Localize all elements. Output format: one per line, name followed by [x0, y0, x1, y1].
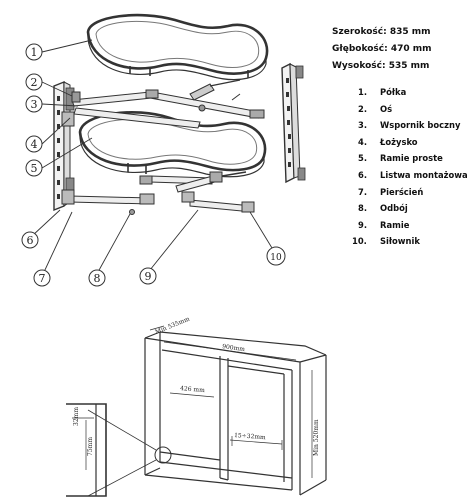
part-name: Pierścień [380, 186, 424, 197]
parts-list-item: 9. Ramie [336, 217, 468, 234]
callout-6-label: 6 [27, 234, 34, 247]
callout-10-label: 10 [270, 253, 282, 263]
parts-list-item: 1. Półka [336, 84, 468, 101]
dimension-lines [149, 325, 313, 478]
part-name: Półka [380, 87, 407, 97]
part-number: 8. [358, 203, 368, 214]
parts-list-item: 4. Łożysko [336, 134, 468, 151]
cabinet-drawing [144, 331, 327, 496]
detail-zoom [66, 403, 172, 497]
part-number: 1. [358, 87, 368, 97]
part-name: Wspornik boczny [380, 120, 461, 131]
callout-1: 1 [25, 43, 43, 61]
part-name: Odbój [380, 203, 408, 214]
callout-2: 2 [25, 73, 43, 91]
part-name: Oś [380, 103, 393, 114]
part-number: 5. [358, 153, 368, 164]
upper-shelf [86, 13, 269, 81]
mounting-rail-right [281, 62, 306, 184]
callout-1-label: 1 [31, 46, 38, 59]
parts-list: 1. Półka 2. Oś 3. Wspornik boczny 4. Łożysko… [336, 84, 468, 250]
parts-list-item: 8. Odbój [336, 200, 468, 217]
parts-list-item: 10. Siłownik [336, 233, 468, 250]
parts-list-item: 5. Ramie proste [336, 150, 468, 167]
callout-3: 3 [25, 95, 43, 113]
detail-side: 75mm [87, 437, 94, 456]
part-name: Łożysko [380, 136, 418, 147]
dim-width: 900mm [222, 343, 246, 353]
part-name: Ramie [380, 219, 410, 230]
callout-9-label: 9 [145, 270, 152, 283]
part-number: 3. [358, 120, 368, 131]
callout-9: 9 [139, 267, 157, 285]
detail-labels: 32mm 75mm [73, 407, 94, 456]
lower-arms [61, 171, 255, 215]
spec-depth: Głębokość: 470 mm [332, 44, 432, 54]
part-name: Siłownik [380, 236, 420, 247]
spec-depth-value: 470 mm [390, 44, 432, 54]
callout-3-label: 3 [31, 98, 38, 111]
spec-height-label: Wysokość: [332, 61, 386, 71]
part-number: 7. [358, 186, 368, 197]
callout-4-label: 4 [31, 138, 38, 151]
dim-gap: 15÷32mm [234, 432, 266, 441]
part-number: 6. [358, 169, 368, 180]
callout-10: 10 [266, 246, 286, 266]
spec-width: Szerokość: 835 mm [332, 27, 431, 37]
part-number: 4. [358, 136, 368, 147]
callout-7-label: 7 [39, 272, 46, 285]
dimension-labels: Min 535mm 900mm 426 mm Min 520mm 15÷32mm [154, 316, 320, 456]
parts-list-item: 2. Oś [336, 101, 468, 118]
dim-opening: 426 mm [180, 385, 206, 394]
spec-height: Wysokość: 535 mm [332, 61, 429, 71]
spec-width-value: 835 mm [389, 27, 431, 37]
spec-width-label: Szerokość: [332, 27, 387, 37]
callout-5-label: 5 [31, 162, 38, 175]
part-number: 2. [358, 103, 368, 114]
parts-list-item: 7. Pierścień [336, 184, 468, 201]
parts-list-item: 3. Wspornik boczny [336, 117, 468, 134]
callout-6: 6 [21, 231, 39, 249]
detail-top: 32mm [73, 407, 80, 426]
callout-8: 8 [88, 269, 106, 287]
part-number: 10. [352, 236, 367, 247]
callout-7: 7 [33, 269, 51, 287]
dim-height: Min 520mm [313, 419, 320, 456]
callout-badges: 1 2 3 4 5 6 7 8 9 10 [21, 43, 286, 287]
callout-8-label: 8 [94, 272, 101, 285]
part-name: Listwa montażowa [380, 169, 468, 180]
parts-list-item: 6. Listwa montażowa [336, 167, 468, 184]
callout-4: 4 [25, 135, 43, 153]
part-name: Ramie proste [380, 153, 443, 164]
callout-5: 5 [25, 159, 43, 177]
spec-height-value: 535 mm [388, 61, 430, 71]
upper-arms [61, 79, 265, 129]
spec-depth-label: Głębokość: [332, 44, 388, 54]
callouts [31, 39, 273, 273]
callout-2-label: 2 [31, 76, 38, 89]
part-number: 9. [358, 219, 368, 230]
